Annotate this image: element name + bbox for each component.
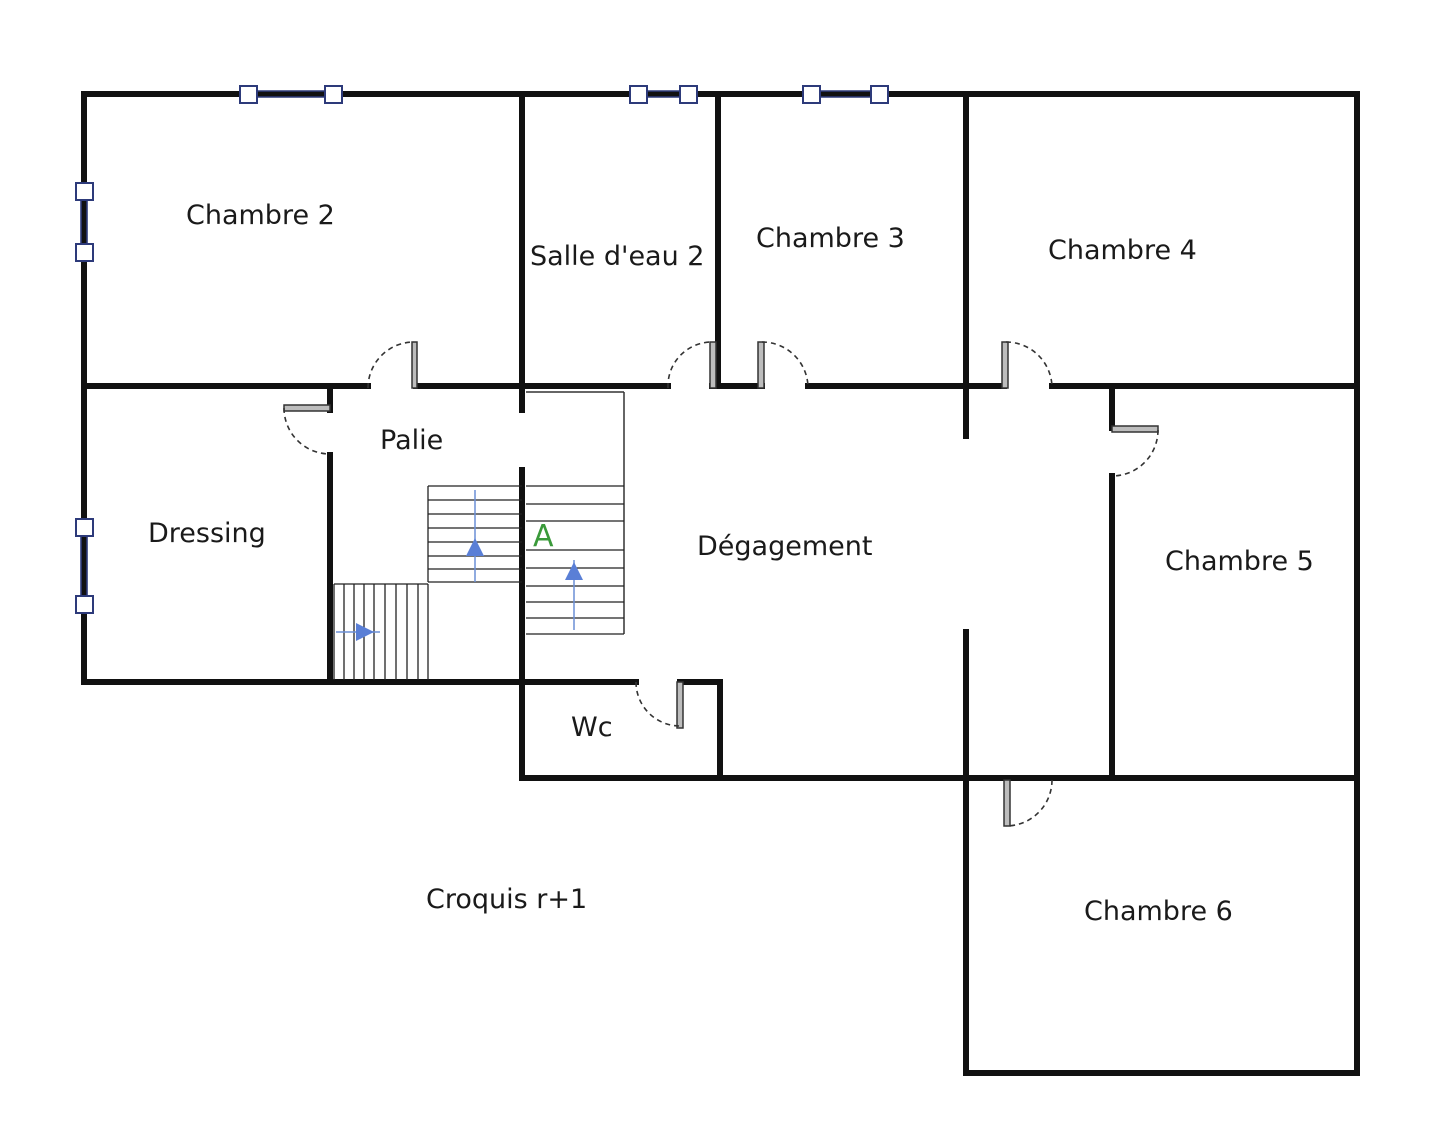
stair-run-upper-left	[427, 485, 522, 583]
stair-arrow-up-2	[565, 562, 583, 580]
door-chambre-5	[1111, 425, 1159, 477]
door-chambre-4	[1001, 341, 1053, 389]
door-salle-deau	[667, 341, 717, 389]
door-chambre-3	[757, 341, 809, 389]
label-dressing: Dressing	[148, 518, 266, 549]
door-wc	[635, 681, 684, 729]
door-chambre-2	[367, 341, 418, 389]
label-chambre-4: Chambre 4	[1048, 235, 1197, 266]
walls	[81, 91, 1360, 1076]
windows	[75, 85, 889, 614]
label-chambre-2: Chambre 2	[186, 200, 335, 231]
stair-mark: A	[533, 519, 554, 554]
label-salle-deau-2: Salle d'eau 2	[530, 241, 704, 272]
stair-run-lower-left	[333, 583, 429, 680]
plan-caption: Croquis r+1	[426, 884, 587, 915]
stair-arrow-right	[356, 623, 374, 641]
room-labels: Chambre 2 Salle d'eau 2 Chambre 3 Chambr…	[148, 200, 1314, 927]
label-degagement: Dégagement	[697, 531, 872, 562]
label-palier: Palie	[380, 425, 443, 456]
stair-enclosure	[526, 391, 625, 634]
stair-arrow-up-1	[466, 538, 484, 556]
label-wc: Wc	[571, 712, 613, 743]
label-chambre-5: Chambre 5	[1165, 546, 1314, 577]
door-dressing	[283, 404, 331, 455]
staircase: A	[333, 485, 624, 680]
window-dressing-left	[75, 518, 94, 614]
window-salle-deau-top	[629, 85, 698, 104]
window-chambre-2-left	[75, 182, 94, 262]
window-chambre-2-top	[239, 85, 343, 104]
label-chambre-6: Chambre 6	[1084, 896, 1233, 927]
stair-run-upper-right	[526, 485, 624, 635]
label-chambre-3: Chambre 3	[756, 223, 905, 254]
door-chambre-6	[1003, 779, 1053, 827]
window-chambre-3-top	[802, 85, 889, 104]
doors	[283, 341, 1159, 827]
